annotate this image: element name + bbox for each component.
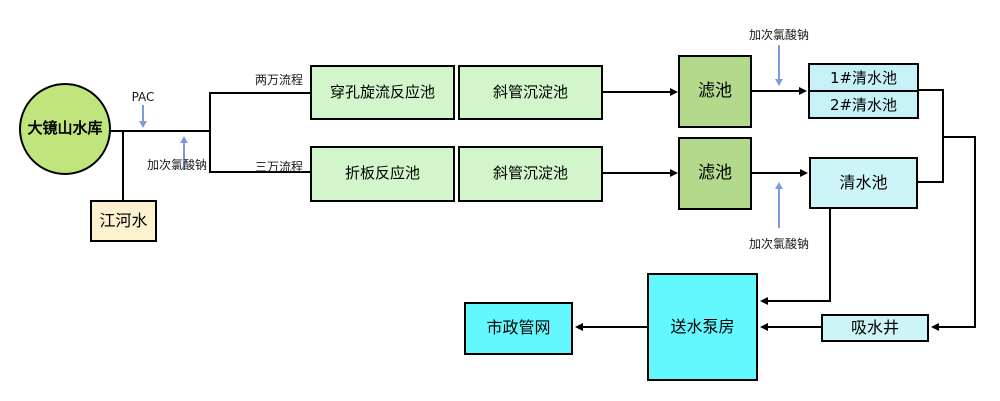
annotation-hypochlorite-bottom: 加次氯酸钠 xyxy=(749,237,810,251)
node-suction-well-label: 吸水井 xyxy=(850,317,899,337)
arrow-clearwells-suctionwell xyxy=(931,136,976,331)
node-clear-water-tanks-1-2: 1#清水池 2#清水池 xyxy=(808,63,919,119)
node-suction-well: 吸水井 xyxy=(821,314,929,342)
node-inclined-tube-sedimentation-tank-1-label: 斜管沉淀池 xyxy=(492,82,568,101)
node-clear-water-tank-1: 1#清水池 xyxy=(810,65,917,92)
node-filter-tank-1: 滤池 xyxy=(678,55,752,128)
node-reservoir: 大镜山水库 xyxy=(19,83,111,175)
node-water-pump-house-label: 送水泵房 xyxy=(670,316,735,336)
node-filter-tank-2: 滤池 xyxy=(678,137,752,210)
annotation-process-20k: 两万流程 xyxy=(254,73,303,87)
node-clear-water-tank: 清水池 xyxy=(809,157,918,209)
annotation-hypochlorite-left: 加次氯酸钠 xyxy=(147,158,208,172)
node-folded-plate-reaction-tank: 折板反应池 xyxy=(310,146,455,202)
node-clear-water-tank-label: 清水池 xyxy=(839,172,888,192)
node-river-water-label: 江河水 xyxy=(99,210,148,230)
node-inclined-tube-sedimentation-tank-2: 斜管沉淀池 xyxy=(458,146,603,202)
node-inclined-tube-sedimentation-tank-1: 斜管沉淀池 xyxy=(458,65,603,120)
node-clear-water-tank-1-label: 1#清水池 xyxy=(829,69,898,87)
arrow-clearwell-pumphouse xyxy=(760,209,831,305)
node-folded-plate-reaction-tank-label: 折板反应池 xyxy=(344,164,420,183)
edge-clearwells-merge xyxy=(918,89,944,183)
node-water-pump-house: 送水泵房 xyxy=(647,273,758,381)
node-perforated-swirl-reaction-tank: 穿孔旋流反应池 xyxy=(310,65,455,120)
annotation-pac: PAC xyxy=(131,90,155,104)
node-perforated-swirl-reaction-tank-label: 穿孔旋流反应池 xyxy=(329,82,435,101)
node-municipal-pipe-network: 市政管网 xyxy=(464,302,573,355)
node-filter-tank-2-label: 滤池 xyxy=(698,162,732,183)
node-clear-water-tank-2-label: 2#清水池 xyxy=(829,96,898,114)
node-municipal-pipe-network-label: 市政管网 xyxy=(486,318,551,338)
node-clear-water-tank-2: 2#清水池 xyxy=(810,92,917,117)
node-filter-tank-1-label: 滤池 xyxy=(698,80,732,101)
annotation-process-30k: 三万流程 xyxy=(254,160,303,174)
node-reservoir-label: 大镜山水库 xyxy=(27,119,103,138)
node-inclined-tube-sedimentation-tank-2-label: 斜管沉淀池 xyxy=(492,164,568,183)
annotation-hypochlorite-top: 加次氯酸钠 xyxy=(749,28,810,42)
node-river-water: 江河水 xyxy=(90,200,157,242)
